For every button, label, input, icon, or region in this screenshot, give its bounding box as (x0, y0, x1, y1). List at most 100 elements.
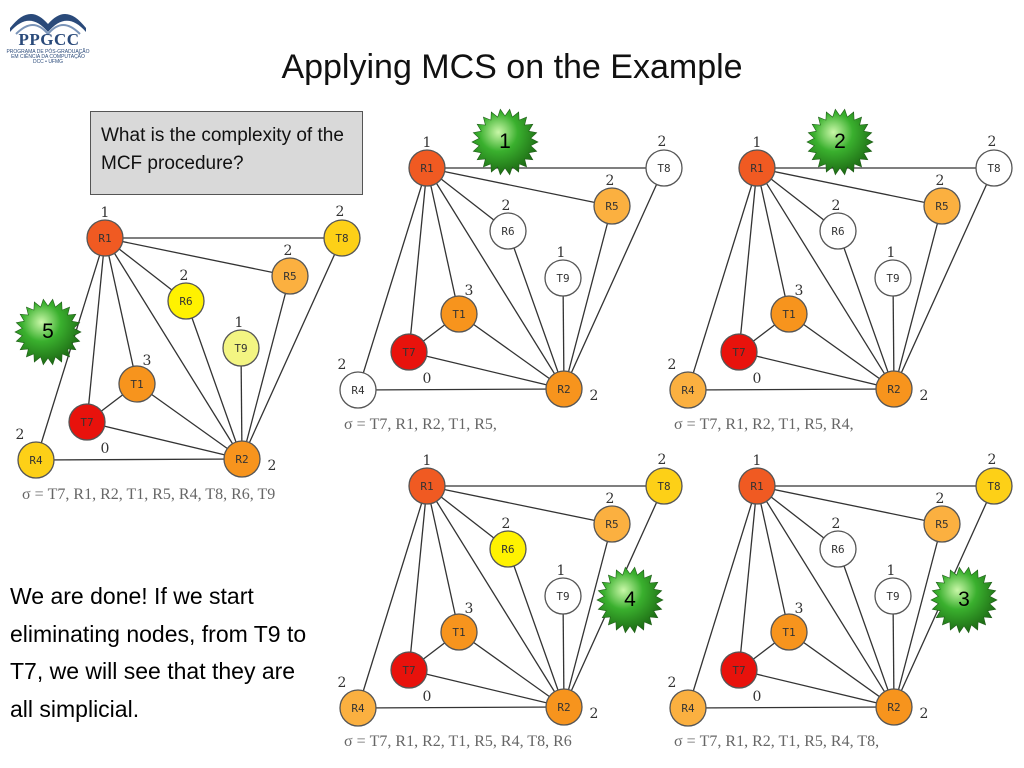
logo-waves-icon (10, 13, 86, 36)
node-circle (738, 467, 776, 505)
edge-r1-r5 (756, 485, 943, 525)
node-label: T9 (886, 272, 899, 285)
node-t9: T9 1 (544, 563, 582, 615)
node-label: R4 (351, 384, 365, 397)
node-label: T9 (556, 590, 569, 603)
edge-t7-r2 (408, 351, 565, 390)
node-circle (167, 282, 205, 320)
starburst-icon (806, 108, 874, 176)
node-circle (271, 257, 309, 295)
node-number: 2 (502, 198, 511, 214)
edge-r1-t7 (408, 167, 428, 353)
edge-t1-r2 (788, 313, 895, 390)
node-t9: T91 (874, 563, 912, 615)
edge-r1-r2 (756, 485, 895, 708)
step-badge-3: 3 (930, 566, 998, 634)
node-circle (593, 505, 631, 543)
edge-r1-r2 (426, 485, 565, 708)
node-r1: R11 (86, 205, 124, 257)
edge-r1-t7 (408, 485, 428, 671)
node-r6: R62 (819, 198, 857, 250)
node-r6: R62 (819, 516, 857, 568)
node-label: T1 (782, 308, 795, 321)
edge-r1-r2 (104, 237, 243, 460)
node-r1: R11 (408, 453, 446, 505)
node-label: R2 (887, 383, 900, 396)
node-label: R1 (750, 162, 763, 175)
edge-r1-r4 (687, 167, 758, 391)
node-t9: T91 (544, 245, 582, 297)
node-r4: R42 (16, 427, 55, 479)
node-circle (593, 187, 631, 225)
node-label: R5 (605, 200, 618, 213)
node-r4: R42 (668, 675, 707, 727)
node-number: 1 (887, 245, 896, 261)
node-circle (68, 403, 106, 441)
edge-r1-t1 (756, 167, 790, 315)
node-circle (770, 613, 808, 651)
edge-t7-r2 (738, 351, 895, 390)
logo-text: PPGCC (18, 30, 80, 49)
node-t7: T70 (390, 333, 431, 387)
edge-r1-r4 (357, 485, 428, 709)
node-label: T1 (452, 308, 465, 321)
edge-r4-r2 (35, 458, 243, 461)
edge-r4-r2 (687, 706, 895, 709)
node-label: R6 (501, 225, 514, 238)
node-number: 2 (268, 458, 277, 474)
sigma-step4: σ = T7, R1, R2, T1, R5, R4, T8, R6 (344, 733, 572, 750)
starburst-icon (471, 108, 539, 176)
edge-r4-r2 (687, 388, 895, 391)
node-circle (440, 295, 478, 333)
node-r4: R4 2 (338, 357, 377, 409)
node-circle (440, 613, 478, 651)
node-r6: R62 (167, 268, 205, 320)
node-number: 2 (606, 173, 615, 189)
edge-r1-r2 (756, 167, 895, 390)
node-r1: R11 (738, 135, 776, 187)
edge-r1-r2 (426, 167, 565, 390)
node-t1: T13 (440, 283, 478, 333)
node-number: 2 (590, 706, 599, 722)
node-number: 2 (658, 134, 667, 150)
node-label: R5 (935, 518, 948, 531)
node-number: 2 (180, 268, 189, 284)
node-label: R4 (681, 702, 695, 715)
node-circle (489, 530, 527, 568)
node-label: R4 (29, 454, 43, 467)
node-circle (975, 149, 1013, 187)
edge-r1-t7 (738, 485, 758, 671)
node-number: 0 (101, 441, 110, 457)
edge-r5-r2 (893, 205, 943, 390)
node-r1: R11 (738, 453, 776, 505)
node-t7: T70 (390, 651, 431, 705)
node-number: 2 (338, 357, 347, 373)
node-circle (545, 370, 583, 408)
node-label: R4 (351, 702, 365, 715)
node-number: 3 (795, 283, 804, 299)
node-circle (645, 149, 683, 187)
node-circle (223, 440, 261, 478)
node-circle (544, 259, 582, 297)
question-box: What is the complexity of the MCF proced… (90, 111, 363, 195)
node-circle (923, 187, 961, 225)
node-number: 2 (502, 516, 511, 532)
node-t7: T70 (720, 333, 761, 387)
edge-r1-t1 (426, 485, 460, 633)
node-number: 1 (557, 563, 566, 579)
node-circle (86, 219, 124, 257)
node-label: R2 (887, 701, 900, 714)
node-circle (875, 688, 913, 726)
edge-t1-r2 (136, 383, 243, 460)
edge-t8-r2 (893, 167, 995, 390)
node-circle (874, 259, 912, 297)
edge-r1-t7 (738, 167, 758, 353)
